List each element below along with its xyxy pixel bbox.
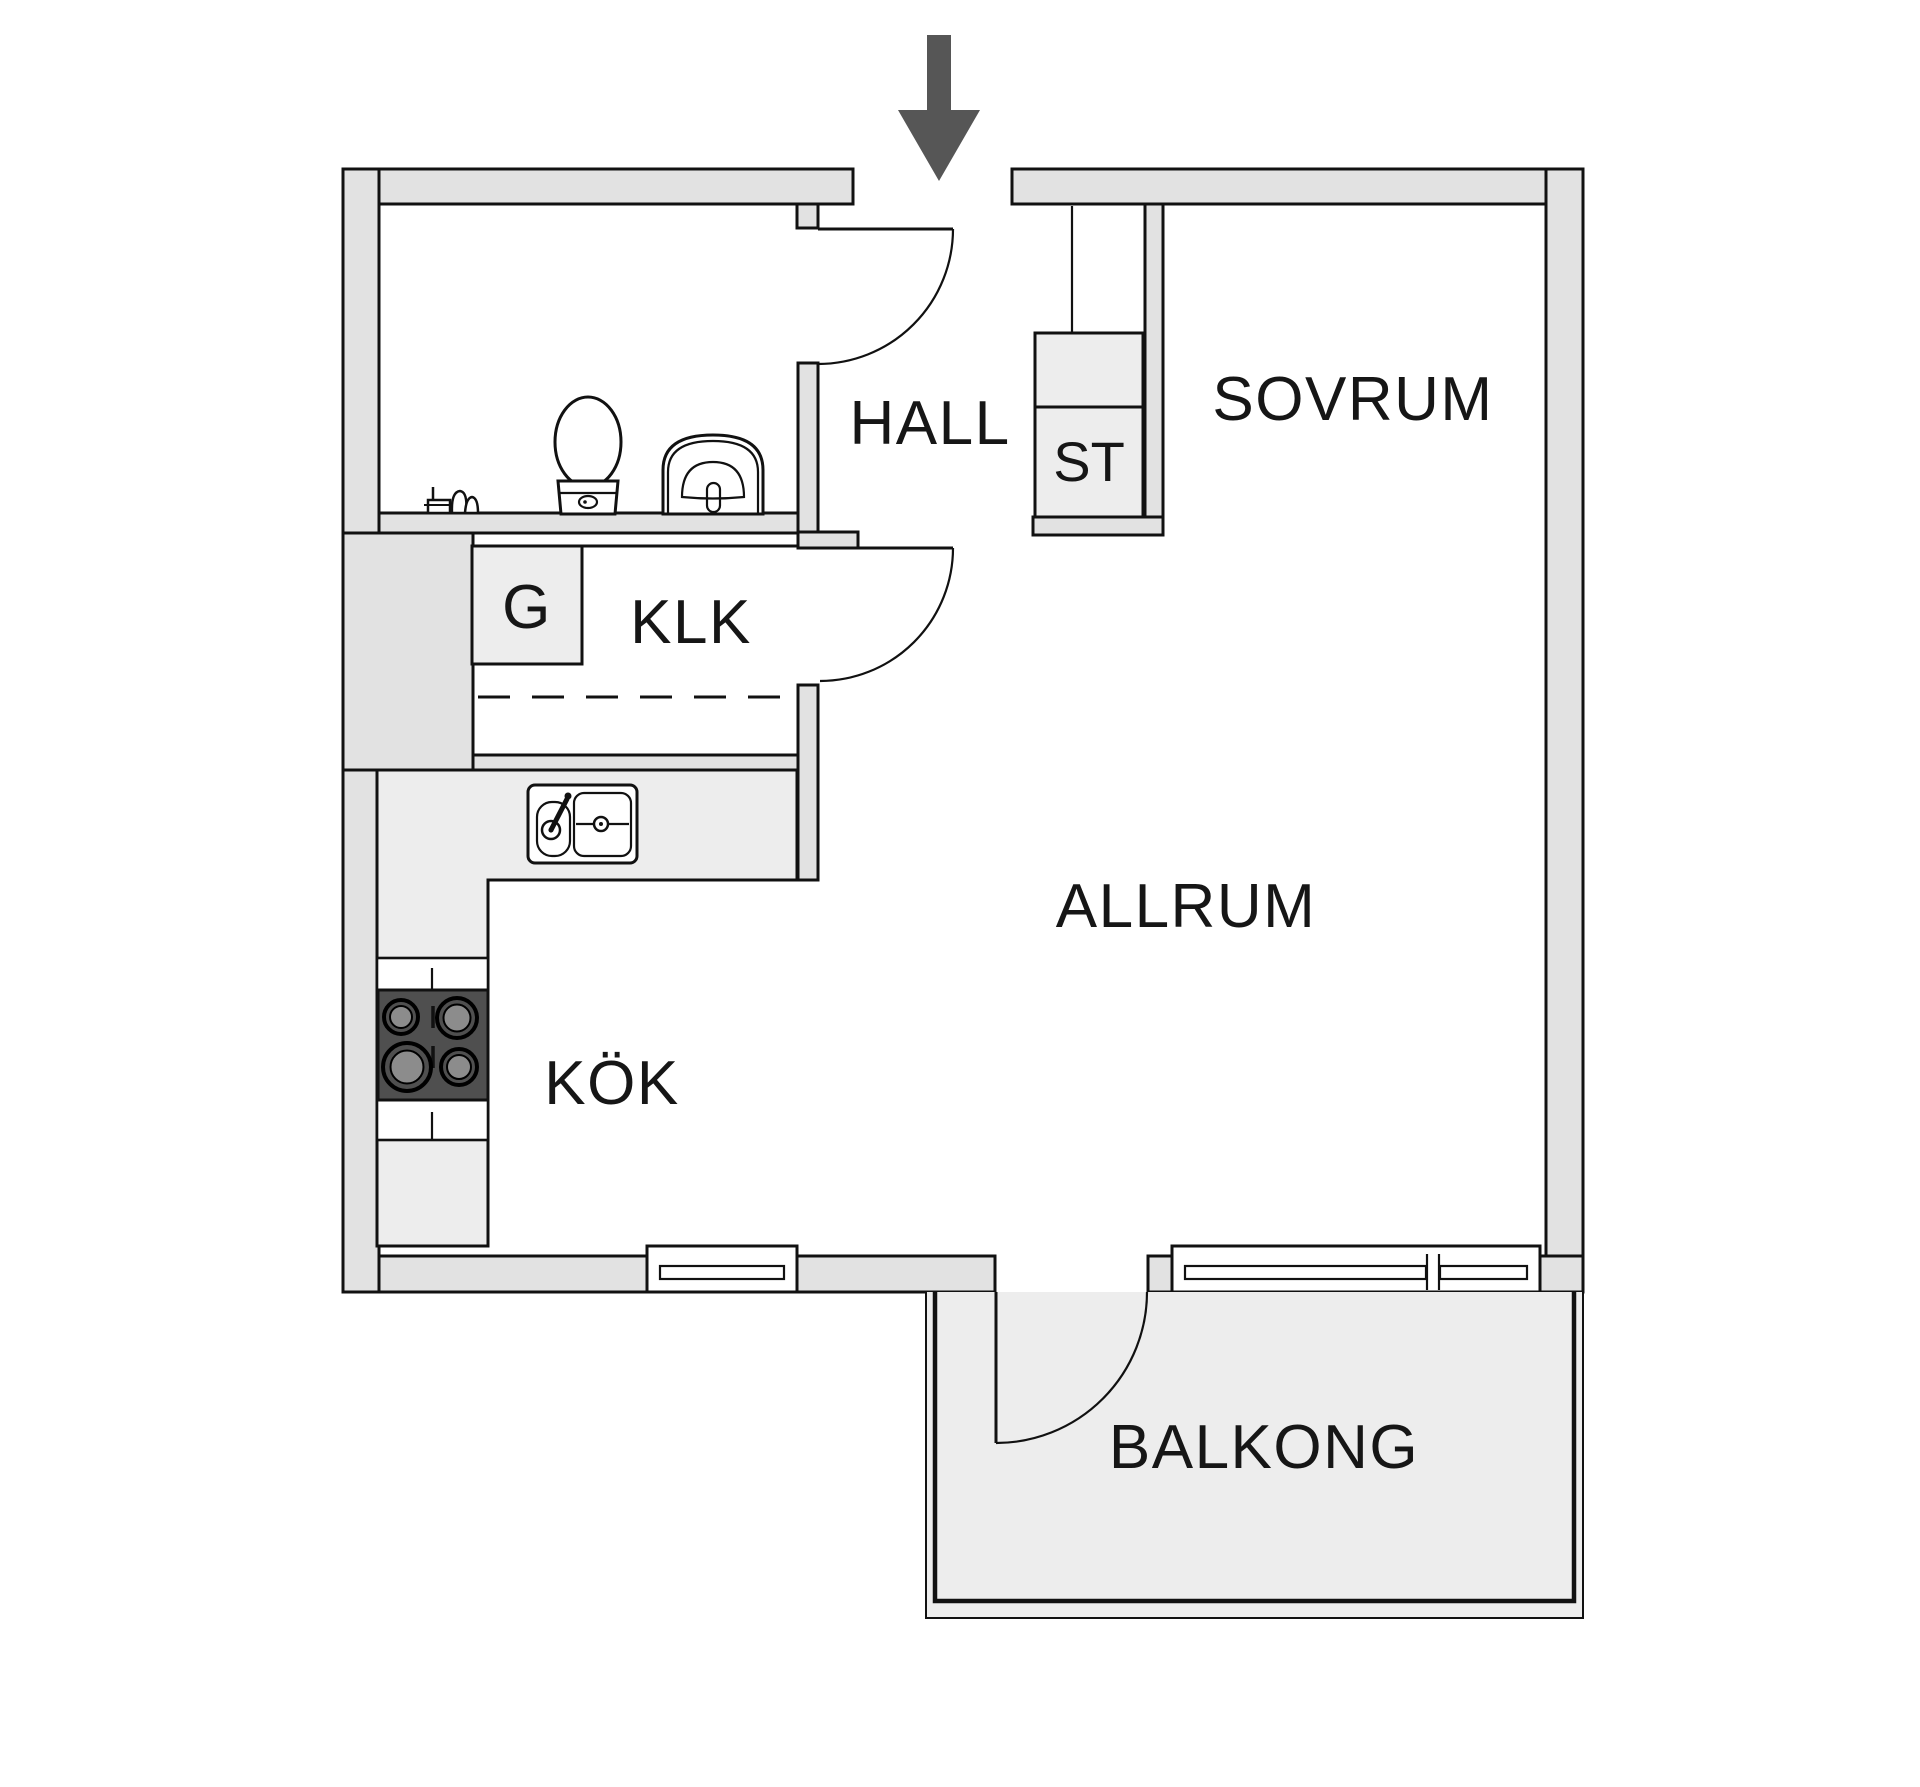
walls	[341, 167, 1585, 1294]
wall-bath-door-stub	[795, 202, 820, 230]
klk-door-swing-icon	[819, 546, 955, 683]
wall-shaft	[341, 531, 475, 772]
balcony-railing-inner	[932, 1292, 1577, 1604]
klk-room	[470, 544, 798, 699]
washer-taps-icon	[424, 487, 480, 515]
kitchen-sink-icon	[526, 783, 639, 865]
wall-bathroom-right	[796, 361, 820, 535]
wall-bottom-2	[795, 1254, 997, 1294]
room-label-klk: KLK	[630, 588, 752, 657]
st-closet-box	[1033, 331, 1145, 519]
room-label-allrum: ALLRUM	[1056, 872, 1317, 941]
doors	[817, 227, 955, 683]
balcony-door-swing-icon	[994, 1291, 1149, 1445]
kitchen	[375, 768, 799, 1248]
room-label-st: ST	[1053, 430, 1125, 493]
wall-right	[1544, 167, 1585, 1294]
wall-top-left	[341, 167, 855, 206]
room-label-hall: HALL	[849, 389, 1010, 458]
bathroom	[424, 395, 765, 516]
wall-hall-sovrum	[1143, 202, 1165, 537]
wall-bottom-1	[341, 1254, 649, 1294]
livingroom-window-icon	[1170, 1244, 1542, 1294]
room-label-balkong: BALKONG	[1109, 1413, 1419, 1482]
wall-st-arm	[1031, 515, 1165, 537]
toilet-icon	[553, 395, 623, 516]
room-label-kok: KÖK	[544, 1049, 679, 1118]
entry-door-swing-icon	[817, 227, 955, 366]
balcony	[925, 1291, 1584, 1619]
wall-bottom-3	[1538, 1254, 1585, 1294]
bathroom-sink-icon	[661, 433, 765, 516]
balcony-floor	[926, 1292, 1583, 1618]
windows	[645, 1244, 1542, 1294]
room-label-sovrum: SOVRUM	[1212, 365, 1493, 434]
room-label-g: G	[502, 573, 552, 642]
wall-bottom-jamb	[1146, 1254, 1174, 1294]
wall-bathroom-bottom	[377, 511, 800, 535]
entry-arrow-icon	[898, 35, 980, 181]
wall-kitchen-right	[796, 683, 820, 882]
wall-top-right	[1010, 167, 1585, 206]
balcony-railing-outer	[925, 1292, 1584, 1619]
wardrobe-g-box	[470, 544, 584, 666]
st-closet	[1033, 206, 1145, 519]
stove-burners-icon	[376, 988, 490, 1102]
kitchen-window-icon	[645, 1244, 799, 1294]
wall-klk-door-stub	[796, 530, 860, 550]
